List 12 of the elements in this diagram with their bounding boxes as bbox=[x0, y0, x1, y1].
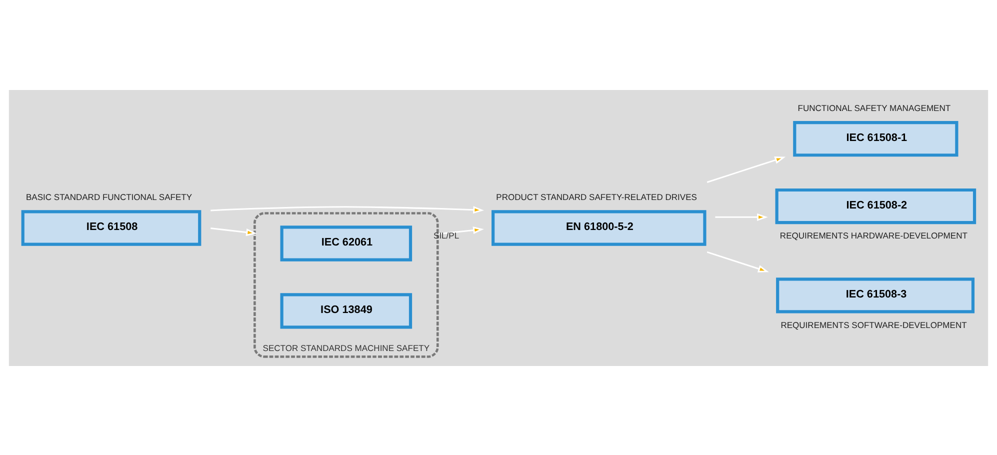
arrow bbox=[715, 212, 768, 220]
arrow bbox=[210, 206, 484, 214]
edge-label: SIL/PL bbox=[434, 230, 460, 240]
arrow bbox=[706, 250, 769, 272]
arrow bbox=[438, 226, 484, 234]
node-label: BASIC STANDARD FUNCTIONAL SAFETY bbox=[26, 191, 192, 202]
node-label: REQUIREMENTS HARDWARE-DEVELOPMENT bbox=[780, 230, 968, 240]
node-label: REQUIREMENTS SOFTWARE-DEVELOPMENT bbox=[780, 319, 967, 330]
node-label: PRODUCT STANDARD SAFETY-RELATED DRIVES bbox=[496, 191, 697, 202]
node-label: FUNCTIONAL SAFETY MANAGEMENT bbox=[798, 102, 951, 112]
arrow bbox=[706, 156, 786, 182]
arrow bbox=[210, 227, 257, 236]
